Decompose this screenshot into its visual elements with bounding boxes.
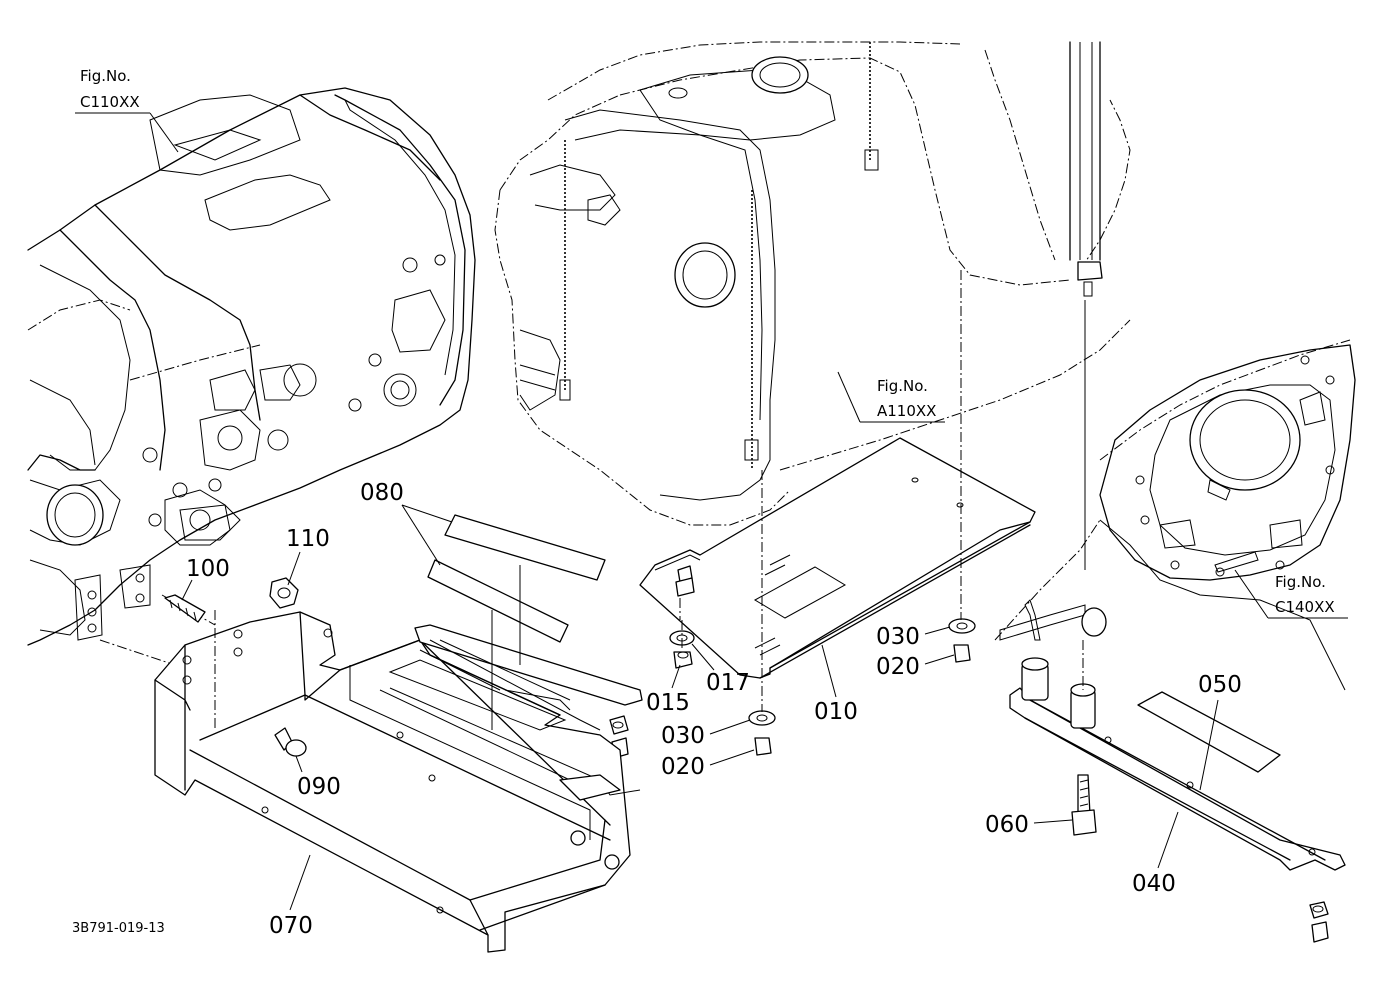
callout-030-lower: 030: [661, 723, 705, 749]
fasteners-group: [609, 270, 1329, 943]
bolt-090: [274, 727, 307, 757]
fig-ref-c110xx-line1: Fig.No.: [80, 67, 131, 85]
drawing-code: 3B791-019-13: [72, 921, 165, 936]
callout-070: 070: [269, 913, 313, 939]
callout-110: 110: [286, 526, 330, 552]
callout-010: 010: [814, 699, 858, 725]
callout-030-upper: 030: [876, 624, 920, 650]
callout-100: 100: [186, 556, 230, 582]
fig-ref-c110xx-line2: C110XX: [80, 93, 140, 111]
callout-040: 040: [1132, 871, 1176, 897]
fig-ref-a110xx-line2: A110XX: [877, 402, 936, 420]
plate-010: [639, 437, 1036, 679]
stud-100: [164, 594, 206, 623]
fig-ref-c140xx: Fig.No. C140XX: [1234, 569, 1348, 619]
callout-020-upper: 020: [876, 654, 920, 680]
bracket-070: [154, 594, 643, 953]
callout-050: 050: [1198, 672, 1242, 698]
callout-015: 015: [646, 690, 690, 716]
fuel-tank-housing: [494, 41, 1131, 526]
fig-ref-c140xx-line2: C140XX: [1275, 598, 1335, 616]
beam-040: [1009, 640, 1346, 871]
callout-060: 060: [985, 812, 1029, 838]
fig-ref-a110xx-line1: Fig.No.: [877, 377, 928, 395]
callout-017: 017: [706, 670, 750, 696]
fig-ref-c110xx: Fig.No. C110XX: [75, 67, 179, 153]
transmission-housing: [27, 87, 476, 666]
fig-ref-a110xx: Fig.No. A110XX: [837, 371, 945, 423]
callout-080: 080: [360, 480, 404, 506]
callout-020-lower: 020: [661, 754, 705, 780]
nut-110: [269, 577, 299, 609]
bolt-060: [1071, 774, 1097, 836]
axle-housing: [994, 300, 1356, 691]
callouts: 080 110 100 090 070 015 017 030 020 010 …: [181, 480, 1242, 939]
pad-050: [1137, 691, 1281, 773]
fig-ref-c140xx-line1: Fig.No.: [1275, 573, 1326, 591]
callout-090: 090: [297, 774, 341, 800]
